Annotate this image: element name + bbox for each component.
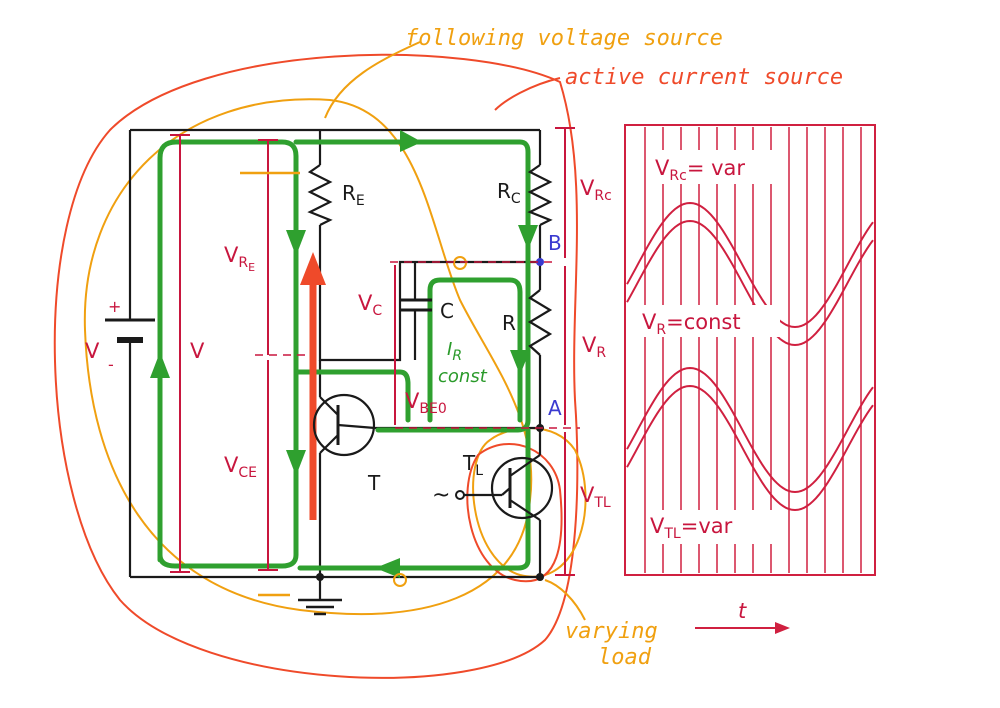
time-graph: VRc= var VR=const VTL=var [624, 124, 876, 576]
label-v-rc: VRc [580, 176, 612, 204]
label-c: C [440, 299, 454, 323]
orange-current-arrow [300, 252, 326, 520]
label-v-re: VRE [224, 243, 255, 274]
following-source-leader [324, 41, 421, 119]
yellow-node-bottom [393, 573, 407, 587]
green-current-paths [157, 139, 531, 571]
resistor-rc [527, 164, 553, 226]
load-label: load [598, 645, 652, 670]
label-r: R [502, 311, 516, 335]
graph-label-vrc: VRc= var [655, 156, 745, 184]
time-axis-arrow: t [695, 599, 790, 634]
node-bottom [536, 573, 544, 581]
label-v-source: V [85, 339, 100, 363]
label-const: const [438, 366, 488, 387]
varying-load-leader [544, 579, 586, 621]
label-tl: TL [462, 451, 483, 479]
time-label: t [738, 599, 747, 623]
label-node-a: A [548, 396, 562, 420]
battery-symbol: + - [105, 297, 155, 374]
node-b [536, 258, 544, 266]
label-v-total: V [190, 339, 205, 363]
transistor-tl [455, 454, 554, 521]
label-vbe0: VBE0 [405, 389, 447, 417]
graph-label-vtl: VTL=var [650, 514, 733, 542]
graph-label-vr: VR=const [642, 310, 741, 338]
vrc-wave-upper [626, 201, 874, 329]
label-node-b: B [548, 231, 562, 255]
node-ground [316, 573, 324, 581]
wires [128, 128, 542, 600]
battery-minus: - [108, 355, 114, 374]
ground-symbol [298, 598, 342, 616]
voltage-bars [170, 127, 575, 576]
transistor-t [312, 393, 376, 457]
following-voltage-source-loop [83, 98, 533, 615]
active-current-source-label: active current source [565, 65, 843, 90]
battery-plus: + [108, 297, 121, 316]
dashed-reference-lines [255, 261, 580, 429]
label-v-tl: VTL [580, 483, 611, 511]
label-ir: IR [447, 339, 462, 364]
resistor-r [527, 289, 553, 356]
following-voltage-source-label: following voltage source [405, 26, 723, 51]
capacitor-c [400, 262, 432, 360]
tl-current-loop [466, 443, 563, 583]
green-arrows [150, 130, 538, 578]
label-v-r: VR [582, 333, 606, 361]
vtl-wave-lower [626, 384, 874, 512]
ac-symbol: ~ [432, 483, 450, 508]
yellow-node-top [453, 256, 467, 270]
varying-label: varying [565, 619, 658, 644]
resistor-re [307, 164, 333, 226]
vtl-wave-upper [626, 366, 874, 494]
label-vc: VC [358, 291, 382, 319]
active-current-source-loop [53, 53, 579, 679]
vrc-wave-lower [626, 219, 874, 347]
active-source-leader [494, 77, 561, 111]
label-v-ce: VCE [224, 453, 257, 481]
label-rc: RC [497, 179, 521, 207]
label-t: T [367, 471, 381, 495]
label-re: RE [342, 181, 365, 209]
